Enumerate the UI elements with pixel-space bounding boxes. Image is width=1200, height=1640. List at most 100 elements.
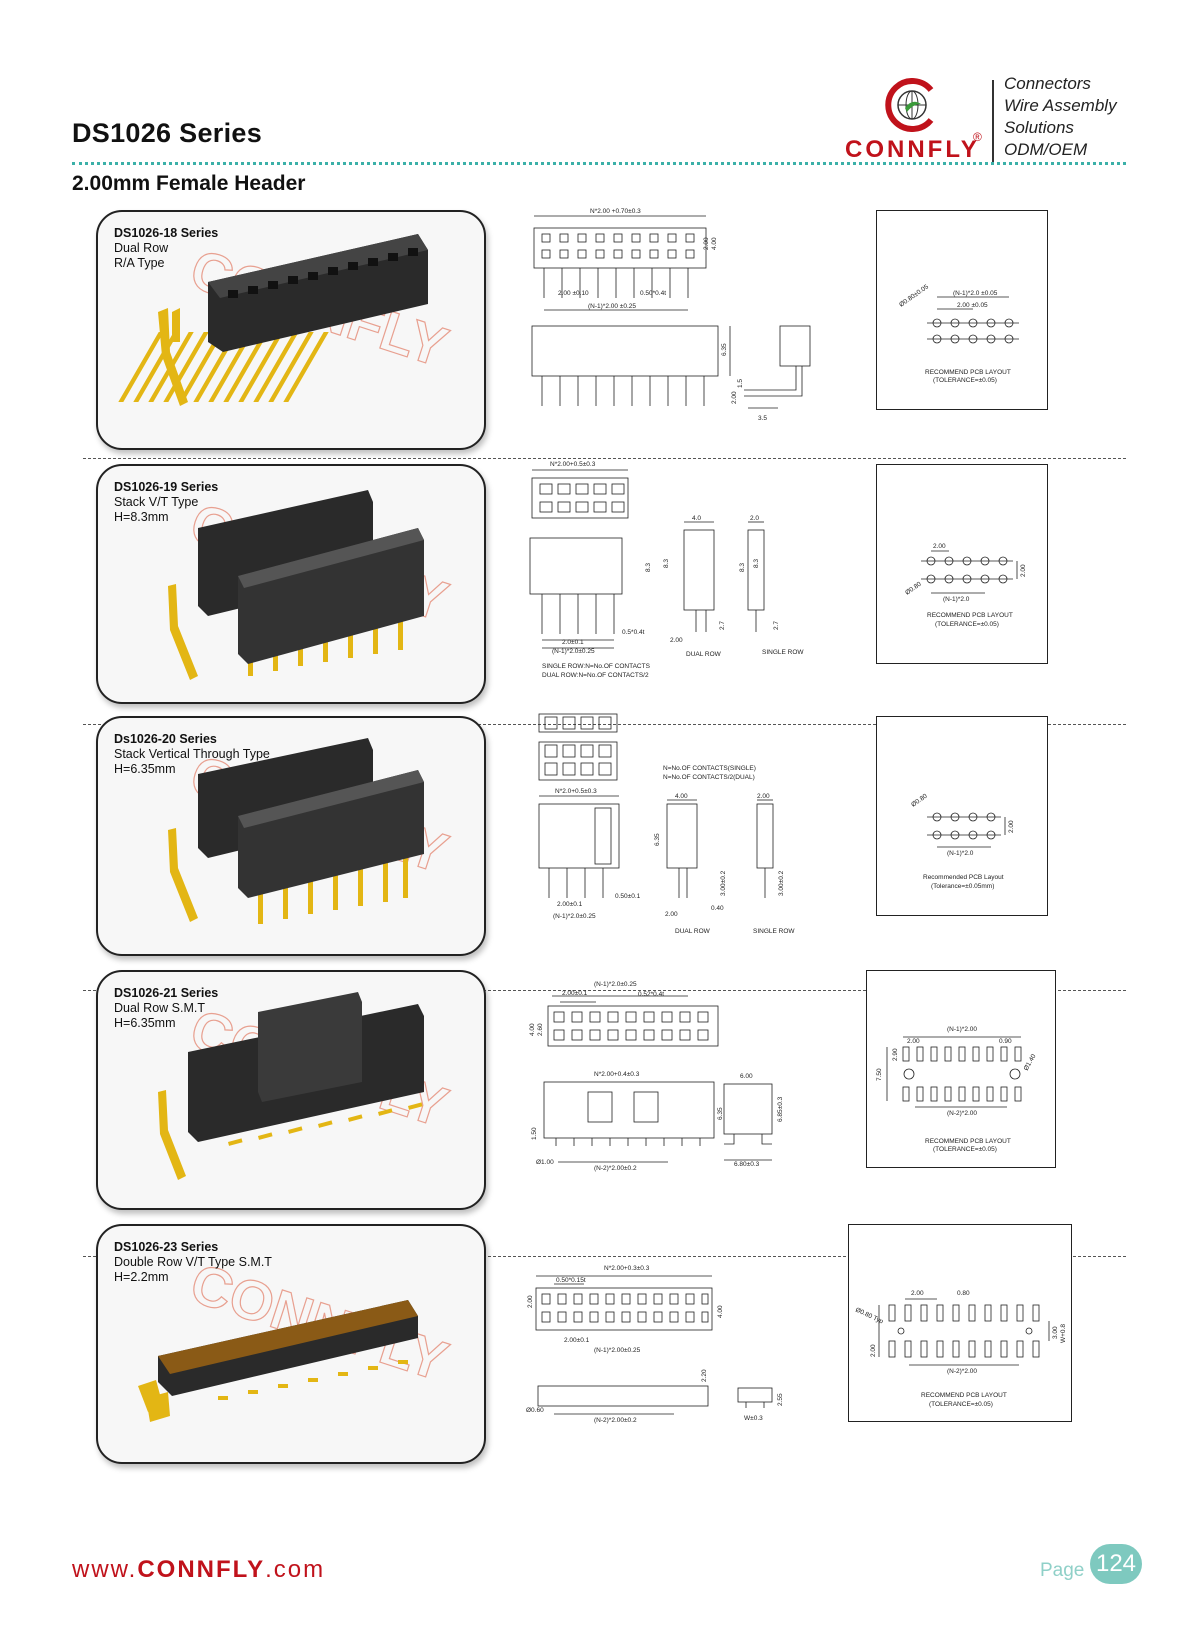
- dimension-label: 2.00: [670, 637, 683, 644]
- dimension-label: Ø0.80: [904, 581, 923, 597]
- dimension-label: 3.00±0.2: [720, 870, 727, 896]
- dimension-label: 0.50*0.15t: [556, 1277, 586, 1284]
- product-photo-ds1026-20: CONNFLY Ds1026-20 Series Stack Vertical …: [96, 716, 486, 956]
- series-desc-2: H=6.35mm: [114, 1016, 176, 1030]
- dimension-label: 2.00: [731, 391, 738, 404]
- url-suffix: .com: [265, 1556, 326, 1583]
- page-subtitle: 2.00mm Female Header: [72, 172, 306, 195]
- dimension-label: Ø0.80±0.05: [898, 283, 930, 308]
- series-desc-1: Dual Row: [114, 241, 169, 255]
- dimension-label: (N-1)*2.00±0.25: [594, 1347, 641, 1354]
- series-desc-1: Double Row V/T Type S.M.T: [114, 1255, 272, 1269]
- logo-wordmark: CONNFLY: [845, 136, 980, 163]
- dimension-label: 2.00: [757, 793, 770, 800]
- pcb-layout-ds1026-21: (N-1)*2.00 2.00 0.90 2.90 7.50 Ø1.40 (N-…: [866, 970, 1056, 1168]
- dimension-label: 2.00 ±0.10: [558, 290, 589, 297]
- dimension-label: 6.35: [721, 343, 728, 356]
- connfly-logo: CONNFLY ®: [845, 78, 995, 168]
- series-name: DS1026-23 Series: [114, 1240, 219, 1254]
- dimension-label: (N-1)*2.00: [947, 1026, 977, 1033]
- dimension-label: SINGLE ROW:N=No.OF CONTACTS: [542, 663, 651, 670]
- dimension-label: 2.7: [773, 621, 780, 630]
- globe-icon: [885, 78, 934, 132]
- series-desc-2: H=8.3mm: [114, 510, 169, 524]
- dimension-label: 8.3: [663, 559, 670, 568]
- dimension-label: 8.3: [739, 563, 746, 572]
- dimension-label: Ø0.80: [910, 793, 929, 809]
- dimension-label: 2.00: [907, 1038, 920, 1045]
- series-desc-2: R/A Type: [114, 256, 165, 270]
- section-divider: [83, 1256, 1126, 1257]
- dimension-label: 2.00±0.1: [557, 901, 583, 908]
- section-divider: [83, 990, 1126, 991]
- series-desc-1: Dual Row S.M.T: [114, 1001, 205, 1015]
- dimension-label: 2.60: [537, 1023, 544, 1036]
- dimension-label: 8.3: [753, 559, 760, 568]
- dimension-label: (N-1)*2.0 ±0.05: [953, 290, 998, 297]
- dimension-label: (TOLERANCE=±0.05): [933, 1146, 997, 1153]
- dimension-label: W±0.3: [744, 1415, 763, 1422]
- dimension-label: (TOLERANCE=±0.05): [933, 377, 997, 384]
- dimension-label: Ø1.40: [1023, 1053, 1038, 1072]
- dimension-label: DUAL ROW: [686, 651, 722, 658]
- dimension-label: N*2.00 +0.70±0.3: [590, 208, 641, 215]
- pcb-layout-ds1026-18: (N-1)*2.0 ±0.05 2.00 ±0.05 Ø0.80±0.05 RE…: [876, 210, 1048, 410]
- series-desc-2: H=6.35mm: [114, 762, 176, 776]
- dimension-label: 0.50*0.4t: [640, 290, 666, 297]
- pcb-layout-ds1026-23: 2.00 0.80 Ø0.80 Typ 2.00 3.00 W+0.8 (N-2…: [848, 1224, 1072, 1422]
- dimension-label: Recommended PCB Layout: [923, 874, 1004, 881]
- dimension-label: 4.00: [711, 237, 718, 250]
- dimension-drawing-ds1026-18: N*2.00 +0.70±0.3 2.00 ±0.10 0.50*0.4t (N…: [531, 208, 811, 422]
- dimension-label: 6.80±0.3: [734, 1161, 760, 1168]
- dimension-label: DUAL ROW:N=No.OF CONTACTS/2: [542, 672, 649, 679]
- series-name: DS1026-18 Series: [114, 226, 219, 240]
- dimension-label: 6.00: [740, 1073, 753, 1080]
- dimension-label: (N-1)*2.0±0.25: [553, 913, 596, 920]
- dimension-label: 3.00: [1052, 1326, 1059, 1339]
- dimension-drawing-ds1026-20: N=No.OF CONTACTS(SINGLE) N=No.OF CONTACT…: [538, 713, 795, 935]
- pcb-layout-ds1026-19: 2.00 2.00 Ø0.80 (N-1)*2.0 RECOMMEND PCB …: [876, 464, 1048, 664]
- website-link[interactable]: www.CONNFLY.com: [72, 1556, 325, 1584]
- dimension-label: RECOMMEND PCB LAYOUT: [927, 612, 1013, 619]
- dimension-label: 2.7: [719, 621, 726, 630]
- dimension-label: (TOLERANCE=±0.05): [935, 621, 999, 628]
- dimension-label: 2.00: [1008, 820, 1015, 833]
- pcb-layout-ds1026-20: Ø0.80 2.00 (N-1)*2.0 Recommended PCB Lay…: [876, 716, 1048, 916]
- page-title: DS1026 Series: [72, 118, 263, 148]
- dimension-label: (TOLERANCE=±0.05): [929, 1401, 993, 1408]
- dimension-label: 0.50±0.1: [615, 893, 641, 900]
- dimension-label: 2.00: [703, 237, 710, 250]
- dimension-label: 8.3: [645, 563, 652, 572]
- dimension-label: 2.00: [911, 1290, 924, 1297]
- dimension-label: N*2.00+0.4±0.3: [594, 1071, 640, 1078]
- product-photo-ds1026-19: CONNFLY DS1026-19 Series Stack V/T Type …: [96, 464, 486, 704]
- dimension-label: 0.80: [957, 1290, 970, 1297]
- dimension-label: 6.35: [654, 833, 661, 846]
- dimension-label: (N-2)*2.00±0.2: [594, 1417, 637, 1424]
- url-brand: CONNFLY: [137, 1556, 266, 1583]
- dimension-label: Ø1.00: [536, 1159, 554, 1166]
- header-divider: [72, 162, 1126, 165]
- dimension-label: 4.0: [692, 515, 701, 522]
- dimension-label: 3.00±0.2: [778, 870, 785, 896]
- dimension-label: RECOMMEND PCB LAYOUT: [925, 1138, 1011, 1145]
- registered-mark: ®: [973, 130, 982, 144]
- dimension-label: 7.50: [876, 1068, 883, 1081]
- dimension-label: 2.55: [777, 1393, 784, 1406]
- dimension-label: N*2.0+0.5±0.3: [555, 788, 597, 795]
- series-name: DS1026-19 Series: [114, 480, 219, 494]
- dimension-drawing-ds1026-21: (N-1)*2.0±0.25 2.00±0.1 0.52*0.4t 4.00 2…: [529, 981, 784, 1172]
- dimension-label: 6.35: [717, 1107, 724, 1120]
- tagline-1: Connectors: [1004, 74, 1091, 93]
- dimension-label: N=No.OF CONTACTS/2(DUAL): [663, 774, 755, 781]
- dimension-label: 4.00: [529, 1023, 536, 1036]
- dimension-label: 2.00 ±0.05: [957, 302, 988, 309]
- dimension-label: 4.00: [717, 1305, 724, 1318]
- dimension-label: (N-1)*2.0±0.25: [594, 981, 637, 988]
- dimension-label: N*2.00+0.5±0.3: [550, 461, 596, 468]
- dimension-label: 2.0±0.1: [562, 639, 584, 646]
- dimension-label: W+0.8: [1060, 1324, 1067, 1343]
- dimension-label: N=No.OF CONTACTS(SINGLE): [663, 765, 756, 772]
- series-desc-2: H=2.2mm: [114, 1270, 169, 1284]
- page-label: Page: [1040, 1560, 1085, 1581]
